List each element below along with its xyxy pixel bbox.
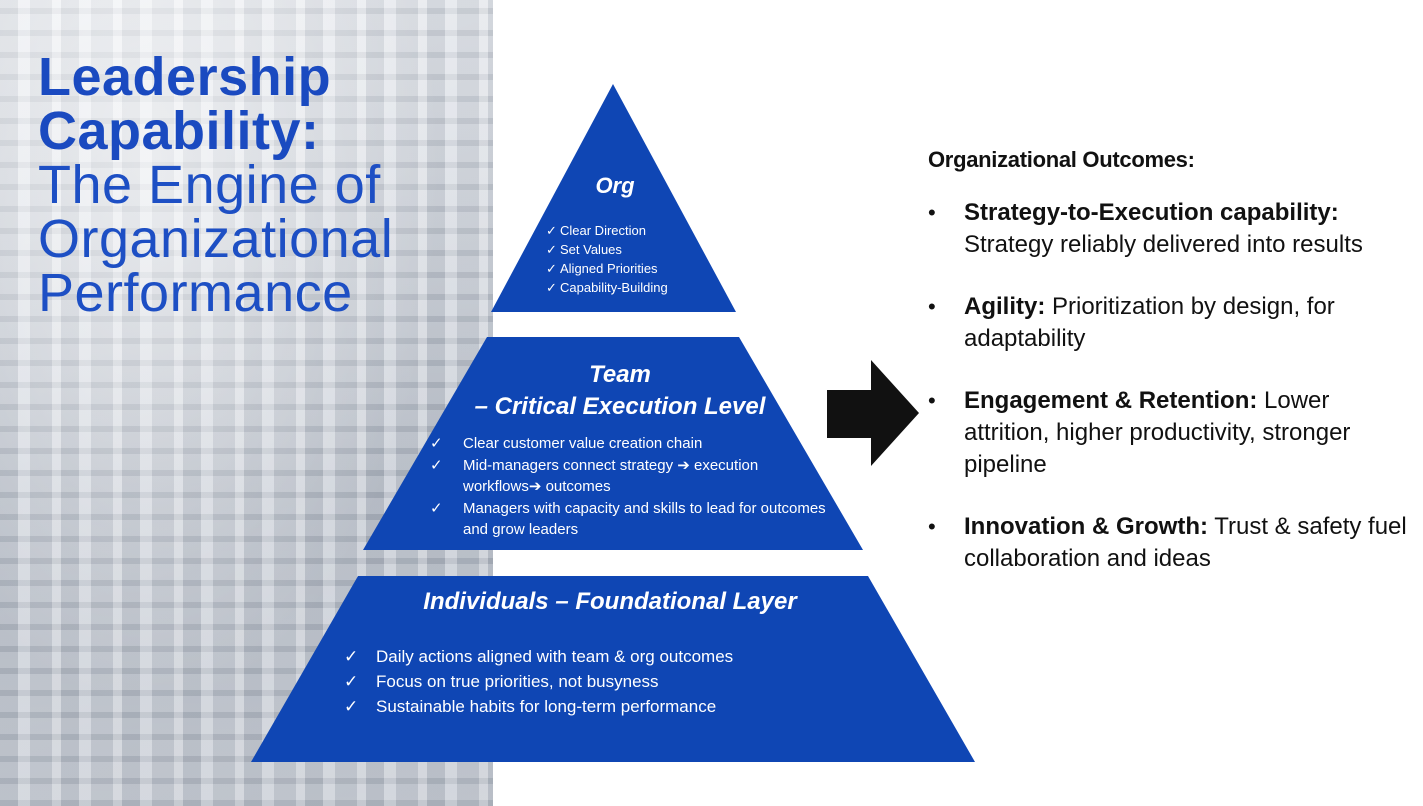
check-icon: ✓ bbox=[546, 223, 557, 238]
list-item: ✓Managers with capacity and skills to le… bbox=[430, 499, 826, 539]
list-item: ✓Focus on true priorities, not busyness bbox=[344, 669, 920, 694]
check-icon: ✓ bbox=[344, 647, 359, 666]
outcome-text: Prioritization by design, for adaptabili… bbox=[964, 293, 1335, 352]
list-item: ✓Aligned Priorities bbox=[546, 261, 658, 276]
outcome-item: • Agility: Prioritization by design, for… bbox=[928, 291, 1418, 355]
org-checklist: ✓Clear Direction ✓Set Values ✓Aligned Pr… bbox=[540, 221, 690, 297]
outcome-text: Lower attrition, higher productivity, st… bbox=[964, 387, 1351, 478]
list-item: ✓Daily actions aligned with team & org o… bbox=[344, 644, 920, 669]
title-line-1: Leadership bbox=[38, 47, 332, 107]
list-item: ✓Clear Direction bbox=[546, 223, 646, 238]
arrow-right-icon bbox=[827, 360, 919, 466]
check-icon: ✓ bbox=[546, 242, 557, 257]
list-item: ✓Clear customer value creation chain bbox=[430, 433, 840, 455]
pyramid-tier-team bbox=[363, 337, 863, 550]
team-checklist: ✓Clear customer value creation chain ✓Mi… bbox=[400, 433, 840, 541]
title-line-2: Capability: bbox=[38, 101, 320, 161]
list-item: ✓Capability-Building bbox=[546, 280, 668, 295]
org-tier-content: Org ✓Clear Direction ✓Set Values ✓Aligne… bbox=[540, 173, 690, 297]
outcome-item: • Innovation & Growth: Trust & safety fu… bbox=[928, 511, 1418, 575]
individuals-tier-title: Individuals – Foundational Layer bbox=[423, 588, 797, 615]
list-item: ✓Sustainable habits for long-term perfor… bbox=[344, 694, 920, 719]
bullet-icon: • bbox=[928, 388, 936, 413]
outcome-item: • Strategy-to-Execution capability: Stra… bbox=[928, 197, 1418, 261]
check-icon: ✓ bbox=[546, 280, 557, 295]
list-item: ✓Set Values bbox=[546, 242, 622, 257]
team-tier-subtitle: – Critical Execution Level bbox=[474, 393, 766, 420]
outcome-text: Strategy reliably delivered into results bbox=[964, 231, 1363, 258]
check-icon: ✓ bbox=[430, 499, 443, 517]
pyramid-tier-org bbox=[491, 84, 736, 312]
page-title: Leadership Capability: The Engine of Org… bbox=[38, 50, 393, 320]
individuals-tier-content: Individuals – Foundational Layer ✓Daily … bbox=[300, 588, 920, 719]
list-item: ✓Mid-managers connect strategy ➔ executi… bbox=[430, 456, 759, 496]
check-icon: ✓ bbox=[430, 435, 443, 452]
outcome-text: Trust & safety fuel collaboration and id… bbox=[964, 513, 1407, 572]
outcomes-list: • Strategy-to-Execution capability: Stra… bbox=[928, 197, 1418, 575]
title-line-5: Performance bbox=[38, 263, 353, 323]
bullet-icon: • bbox=[928, 294, 936, 319]
outcome-lead: Agility: bbox=[964, 293, 1046, 320]
check-icon: ✓ bbox=[430, 456, 443, 474]
team-tier-content: Team – Critical Execution Level ✓Clear c… bbox=[400, 359, 840, 541]
bullet-icon: • bbox=[928, 200, 936, 225]
title-line-4: Organizational bbox=[38, 209, 394, 269]
city-photo-background bbox=[0, 0, 493, 806]
outcome-lead: Engagement & Retention: bbox=[964, 387, 1258, 414]
organizational-outcomes: Organizational Outcomes: • Strategy-to-E… bbox=[928, 147, 1418, 605]
outcomes-heading: Organizational Outcomes: bbox=[928, 147, 1195, 172]
check-icon: ✓ bbox=[344, 697, 359, 716]
bullet-icon: • bbox=[928, 514, 936, 539]
org-tier-title: Org bbox=[595, 173, 635, 198]
outcome-lead: Innovation & Growth: bbox=[964, 513, 1208, 540]
outcome-item: • Engagement & Retention: Lower attritio… bbox=[928, 385, 1418, 481]
title-line-3: The Engine of bbox=[38, 155, 381, 215]
pyramid-tier-individuals bbox=[251, 576, 975, 762]
check-icon: ✓ bbox=[546, 261, 557, 276]
individuals-checklist: ✓Daily actions aligned with team & org o… bbox=[300, 644, 920, 719]
check-icon: ✓ bbox=[344, 672, 359, 691]
outcome-lead: Strategy-to-Execution capability: bbox=[964, 199, 1339, 226]
team-tier-title: Team bbox=[589, 361, 651, 388]
